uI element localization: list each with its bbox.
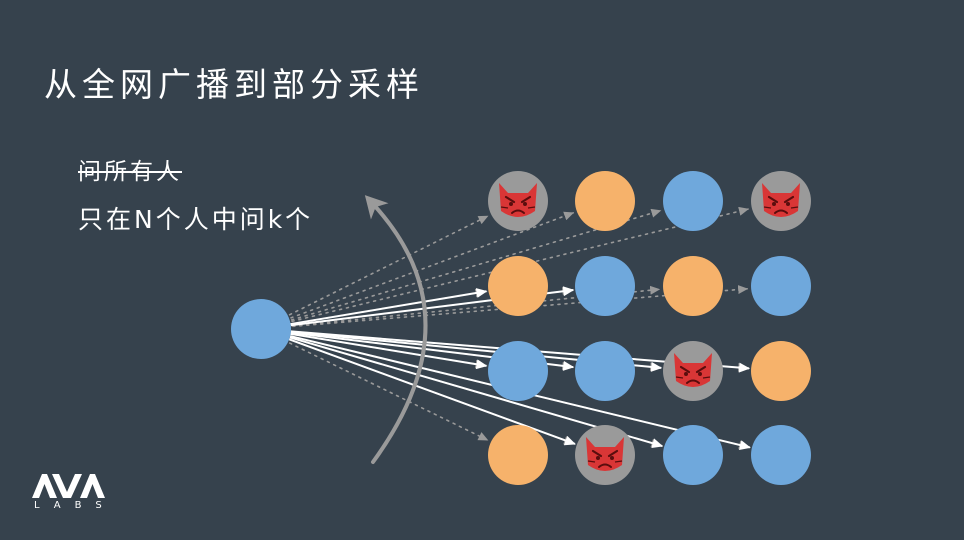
slide-subtitle: 只在N个人中问k个 [78,205,314,234]
sampled-arrow-r1-c0 [290,287,488,326]
dotted-arrow-r3-c0 [288,342,489,441]
dotted-arrows-layer [288,206,749,450]
blue-node [575,341,635,401]
orange-node [488,256,548,316]
dotted-arrow-r0-c1 [290,211,575,319]
orange-node [663,256,723,316]
sweep-arrow [364,195,428,464]
dotted-arrow-r1-c2 [292,285,661,327]
orange-node [575,171,635,231]
blue-node [751,256,811,316]
malicious-node-icon [751,171,811,231]
dotted-arrow-r0-c3 [291,206,749,323]
blue-node [663,425,723,485]
blue-node [575,256,635,316]
logo-labs-text: LABS [34,500,116,511]
dotted-arrow-r0-c2 [290,208,662,321]
malicious-node-icon [663,341,723,401]
blue-node [663,171,723,231]
orange-node [488,425,548,485]
malicious-node-icon [488,171,548,231]
source-node [231,299,291,359]
ava-logo-icon [32,474,105,498]
blue-node [488,341,548,401]
sampled-arrow-r2-c0 [290,332,488,370]
dotted-arrow-r0-c0 [288,215,489,316]
orange-node [751,341,811,401]
blue-node [751,425,811,485]
slide-title: 从全网广播到部分采样 [44,65,424,104]
node-layer [231,171,811,485]
malicious-node-icon [575,425,635,485]
crossed-out-text: 问所有人 [78,159,182,185]
